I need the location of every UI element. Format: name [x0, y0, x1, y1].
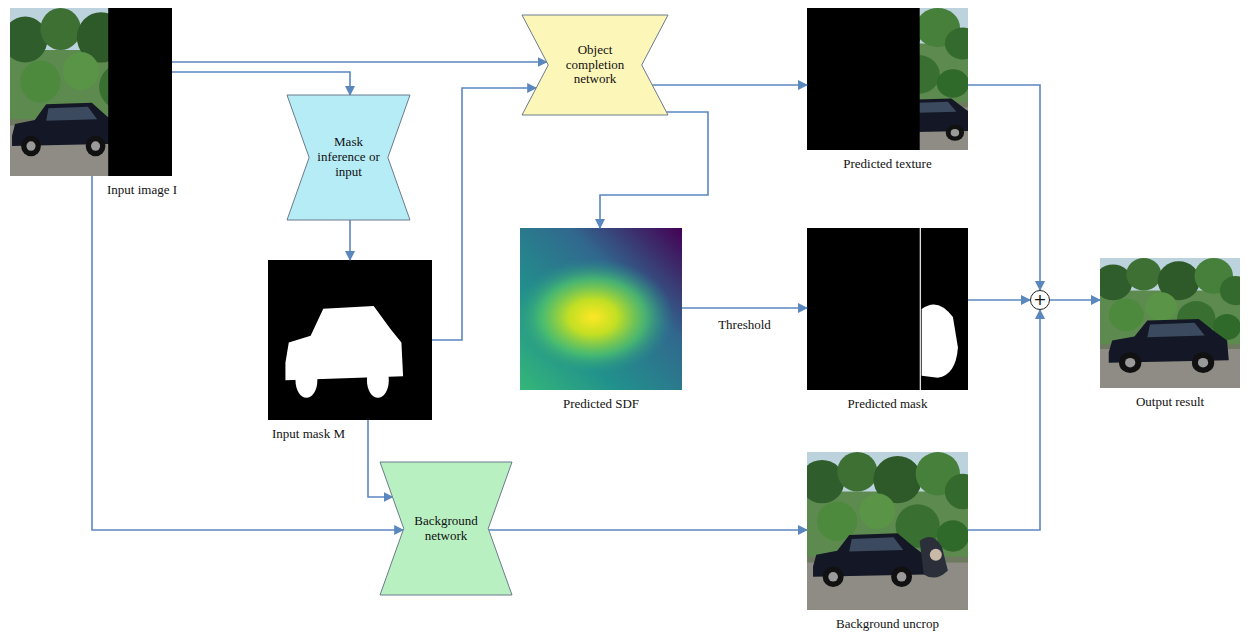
output-image — [1094, 258, 1248, 388]
flow-arrow — [968, 299, 1030, 301]
image-caption: Predicted mask — [848, 396, 928, 412]
image-caption: Predicted texture — [843, 156, 931, 172]
illustration-part — [512, 258, 674, 375]
flow-arrow — [349, 220, 351, 260]
network-block: Mask inference or input — [287, 95, 410, 220]
image-panel: Background uncrop — [807, 452, 968, 610]
flow-arrow — [968, 310, 1040, 530]
flow-arrow — [968, 85, 1040, 290]
hourglass-outline — [380, 462, 512, 595]
hourglass-outline — [522, 15, 668, 115]
image-caption: Input mask M — [272, 426, 345, 442]
flow-arrow — [652, 84, 807, 86]
texture-image — [800, 8, 981, 150]
uncrop-image — [800, 452, 981, 610]
illustration-part — [920, 228, 921, 390]
block-label: Mask inference or input — [311, 135, 386, 180]
image-caption: Background uncrop — [836, 616, 939, 632]
flow-arrow — [172, 72, 350, 95]
illustration-part — [268, 260, 432, 420]
input-photo — [3, 8, 185, 176]
flow-arrow — [172, 61, 547, 63]
flow-arrow — [600, 112, 708, 228]
illustration-part — [920, 537, 948, 578]
sum-circle: + — [1030, 290, 1050, 310]
image-caption: Input image I — [107, 182, 177, 198]
flow-arrow — [432, 88, 536, 340]
illustration-part — [800, 8, 981, 150]
network-block: Object completion network — [522, 15, 668, 115]
flow-arrow — [489, 529, 807, 531]
edge-label: Threshold — [716, 317, 773, 333]
illustration-part — [807, 228, 968, 390]
image-panel: Input mask M — [268, 260, 432, 420]
flow-arrow — [92, 176, 403, 530]
illustration-part — [800, 452, 981, 610]
mask-image — [807, 228, 968, 390]
network-block: Background network — [380, 462, 512, 595]
illustration-part — [285, 306, 403, 398]
flow-arrow — [682, 307, 807, 309]
illustration-part — [930, 549, 942, 561]
illustration-part — [296, 363, 318, 398]
illustration-part — [12, 103, 118, 157]
mask-image — [268, 260, 432, 420]
block-label: Background network — [406, 514, 486, 544]
image-panel: Predicted mask — [807, 228, 968, 390]
illustration-part — [1094, 258, 1248, 388]
illustration-part — [367, 363, 389, 398]
image-caption: Predicted SDF — [563, 396, 639, 412]
image-panel: Output result — [1100, 258, 1240, 388]
sum-symbol: + — [1033, 292, 1046, 308]
illustration-part — [813, 533, 926, 587]
illustration-part — [108, 8, 172, 176]
illustration-part — [807, 8, 920, 150]
block-label: Object completion network — [551, 43, 640, 88]
illustration-part — [922, 304, 958, 377]
image-caption: Output result — [1136, 394, 1204, 410]
image-panel: Predicted SDF — [520, 228, 682, 390]
flow-arrow — [1050, 299, 1100, 301]
illustration-part — [1109, 319, 1229, 373]
sdf-image — [512, 228, 682, 390]
image-panel: Predicted texture — [807, 8, 968, 150]
illustration-part — [3, 8, 185, 176]
image-panel: Input image I — [10, 8, 172, 176]
hourglass-outline — [287, 95, 410, 220]
